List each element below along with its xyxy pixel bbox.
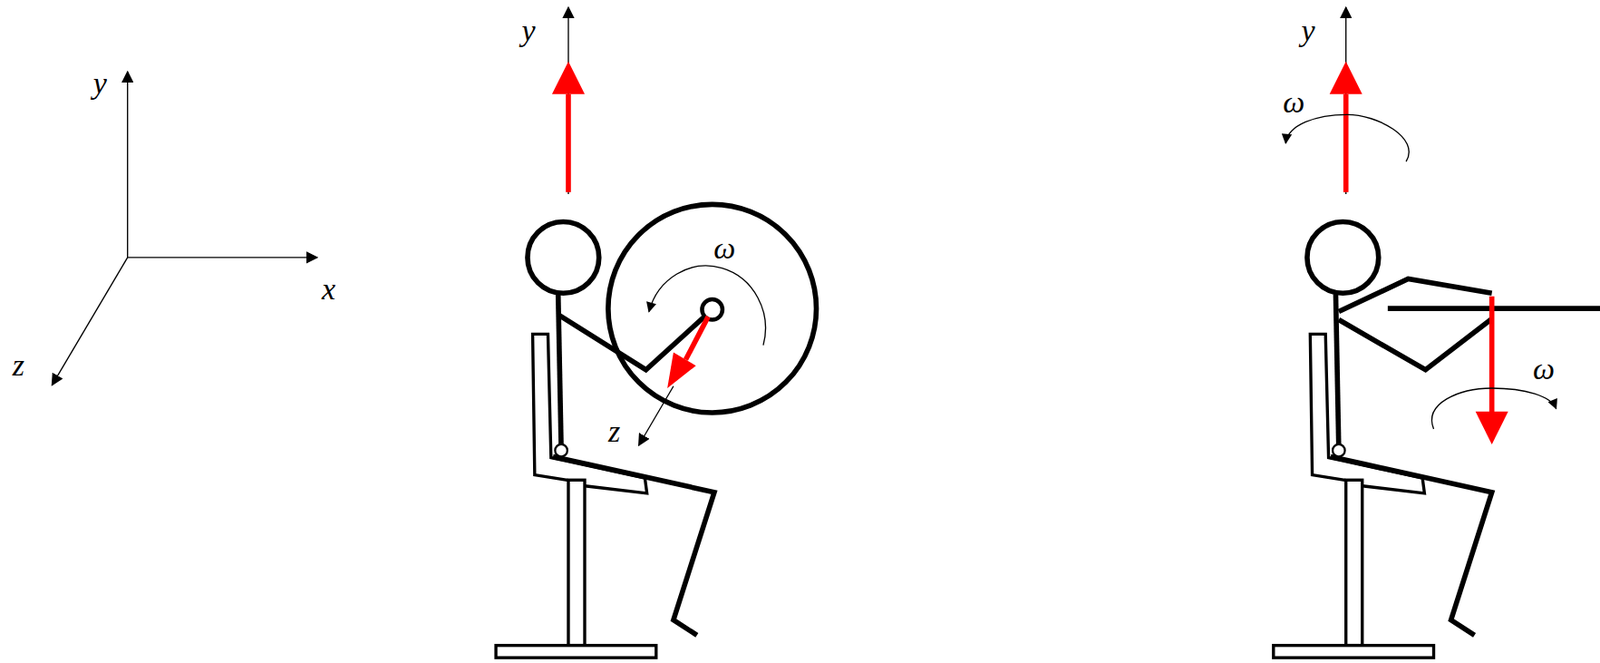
- y-axis: [567, 7, 569, 194]
- z-axis: [51, 257, 127, 386]
- angular-momentum-arrow: [1343, 94, 1349, 193]
- y-axis: [126, 71, 128, 258]
- arm: [1338, 318, 1493, 369]
- stick-person: [527, 203, 817, 635]
- leg: [1330, 455, 1493, 635]
- axis-label: y: [1301, 15, 1316, 47]
- angular-momentum-arrow: [685, 316, 708, 359]
- rotation-arc: [1432, 387, 1557, 429]
- rotation-arc: [649, 265, 766, 346]
- person-with-rod: [1273, 7, 1600, 658]
- chair-post: [568, 479, 585, 645]
- hip-joint: [1332, 444, 1346, 457]
- chair-base: [1273, 645, 1435, 659]
- axis-label: z: [608, 416, 621, 447]
- arrow-head: [552, 61, 585, 95]
- arm: [558, 309, 713, 369]
- chair-base: [495, 645, 657, 659]
- head: [1307, 221, 1379, 293]
- axis-label: y: [93, 67, 107, 99]
- y-axis: [1345, 7, 1347, 194]
- axis-label: ω: [1282, 87, 1305, 118]
- x-axis: [127, 256, 318, 258]
- chair: [1273, 333, 1435, 658]
- axis-label: z: [12, 349, 25, 381]
- angular-momentum-arrow: [565, 94, 572, 193]
- wheel: [608, 203, 817, 413]
- z-axis: [639, 386, 674, 446]
- angular-momentum-arrow: [1489, 296, 1495, 414]
- reference-axes: [51, 71, 318, 386]
- chair-post: [1346, 479, 1363, 645]
- axis-label: x: [321, 273, 336, 305]
- axis-label: ω: [713, 232, 736, 264]
- axis-label: y: [522, 15, 536, 47]
- person-with-wheel: [495, 7, 816, 658]
- arrow-head: [1329, 61, 1363, 95]
- hip-joint: [554, 444, 568, 457]
- torso: [1335, 293, 1339, 449]
- chair: [495, 333, 657, 658]
- head: [527, 221, 600, 293]
- rotation-arc: [1285, 114, 1409, 162]
- arrow-head: [1475, 411, 1509, 445]
- arrow-head: [667, 352, 697, 388]
- stick-person: [1307, 221, 1600, 635]
- wheel-hub: [701, 299, 723, 320]
- axis-label: ω: [1532, 353, 1555, 385]
- leg: [552, 455, 715, 635]
